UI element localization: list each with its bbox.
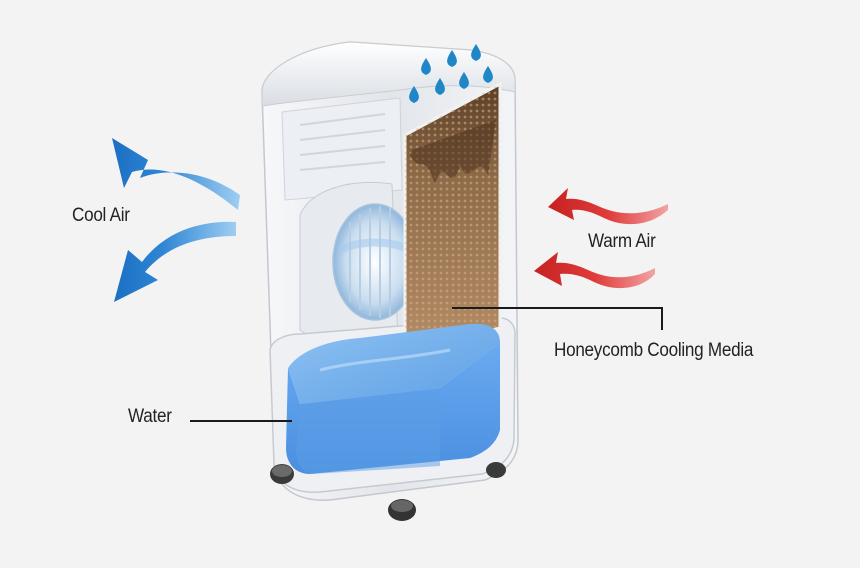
warm-air-arrow-icon xyxy=(548,188,668,225)
warm-air-label: Warm Air xyxy=(588,231,656,252)
cool-air-arrows xyxy=(112,138,240,302)
water-drop-icon xyxy=(483,66,493,83)
water-drop-icon xyxy=(459,72,469,89)
water-drops xyxy=(409,44,493,103)
warm-air-arrows xyxy=(534,188,668,289)
honeycomb-leader-line xyxy=(452,307,663,330)
water-tank xyxy=(286,323,500,474)
leader-lines xyxy=(190,307,663,422)
water-drop-icon xyxy=(435,78,445,95)
water-drop-icon xyxy=(447,50,457,67)
water-drop-icon xyxy=(471,44,481,61)
wheel-icon xyxy=(270,462,506,521)
cool-air-arrow-icon xyxy=(114,221,236,302)
warm-air-arrow-icon xyxy=(534,252,655,289)
honeycomb-media xyxy=(403,81,502,354)
honeycomb-media-label: Honeycomb Cooling Media xyxy=(554,340,754,361)
water-label: Water xyxy=(128,406,172,427)
water-drop-icon xyxy=(421,58,431,75)
cool-air-arrow-icon xyxy=(112,138,240,210)
water-drop-icon xyxy=(409,86,419,103)
cool-air-label: Cool Air xyxy=(72,205,130,226)
